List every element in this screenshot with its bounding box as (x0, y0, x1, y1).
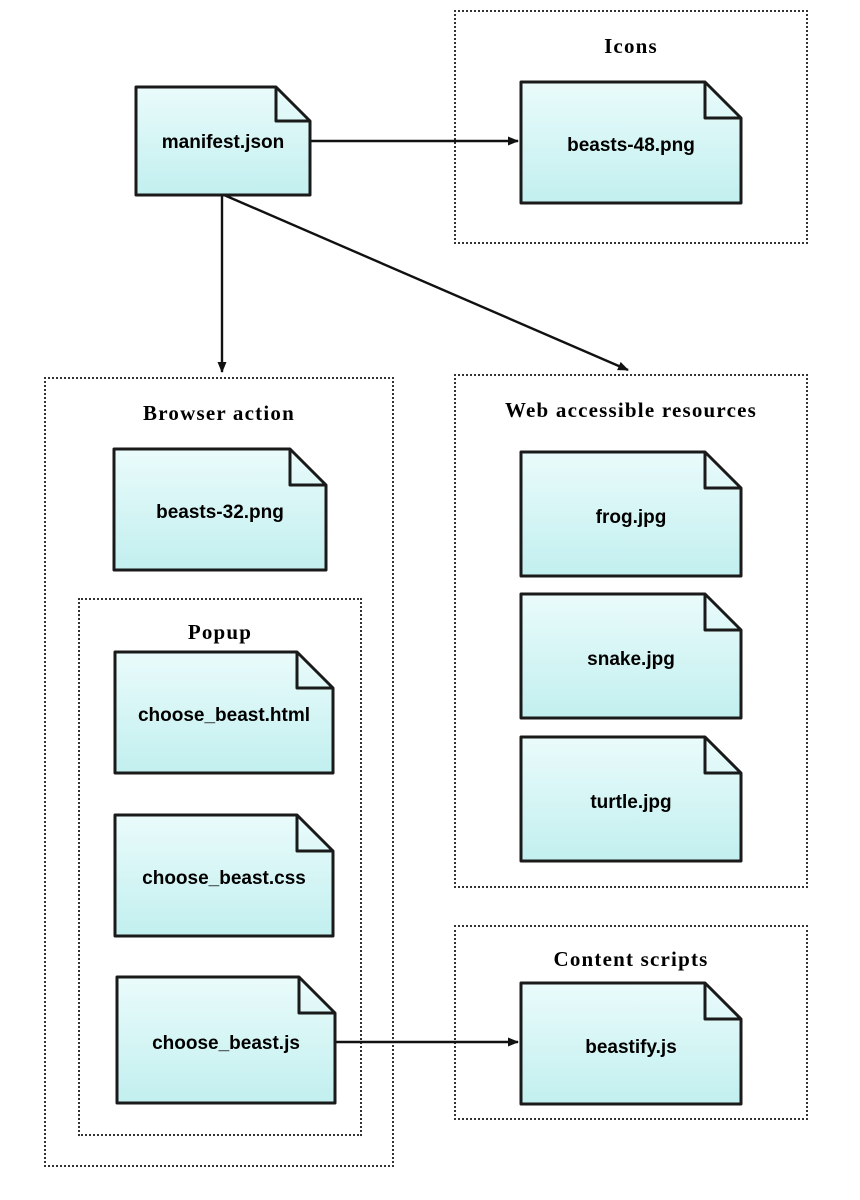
node-snake[interactable]: snake.jpg (519, 592, 743, 720)
node-beasts48[interactable]: beasts-48.png (519, 80, 743, 205)
group-content-scripts: Content scripts (454, 925, 808, 1120)
node-choose-beast-css[interactable]: choose_beast.css (113, 813, 335, 938)
group-label-web-accessible-resources: Web accessible resources (505, 398, 757, 422)
group-label-popup: Popup (187, 620, 253, 644)
node-choose-beast-html[interactable]: choose_beast.html (113, 650, 335, 775)
node-beastify[interactable]: beastify.js (519, 981, 743, 1106)
group-popup: Popup (78, 598, 362, 1136)
group-label-content-scripts: Content scripts (553, 947, 709, 971)
group-label-icons: Icons (604, 34, 658, 58)
node-frog[interactable]: frog.jpg (519, 450, 743, 578)
node-choose-beast-js[interactable]: choose_beast.js (115, 975, 337, 1105)
group-browser-action: Browser action (44, 377, 394, 1167)
group-label-browser-action: Browser action (143, 401, 295, 425)
group-icons: Icons (454, 10, 808, 244)
node-turtle[interactable]: turtle.jpg (519, 735, 743, 863)
group-web-accessible-resources: Web accessible resources (454, 374, 808, 888)
node-beasts32[interactable]: beasts-32.png (112, 447, 328, 572)
node-manifest[interactable]: manifest.json (134, 85, 312, 197)
